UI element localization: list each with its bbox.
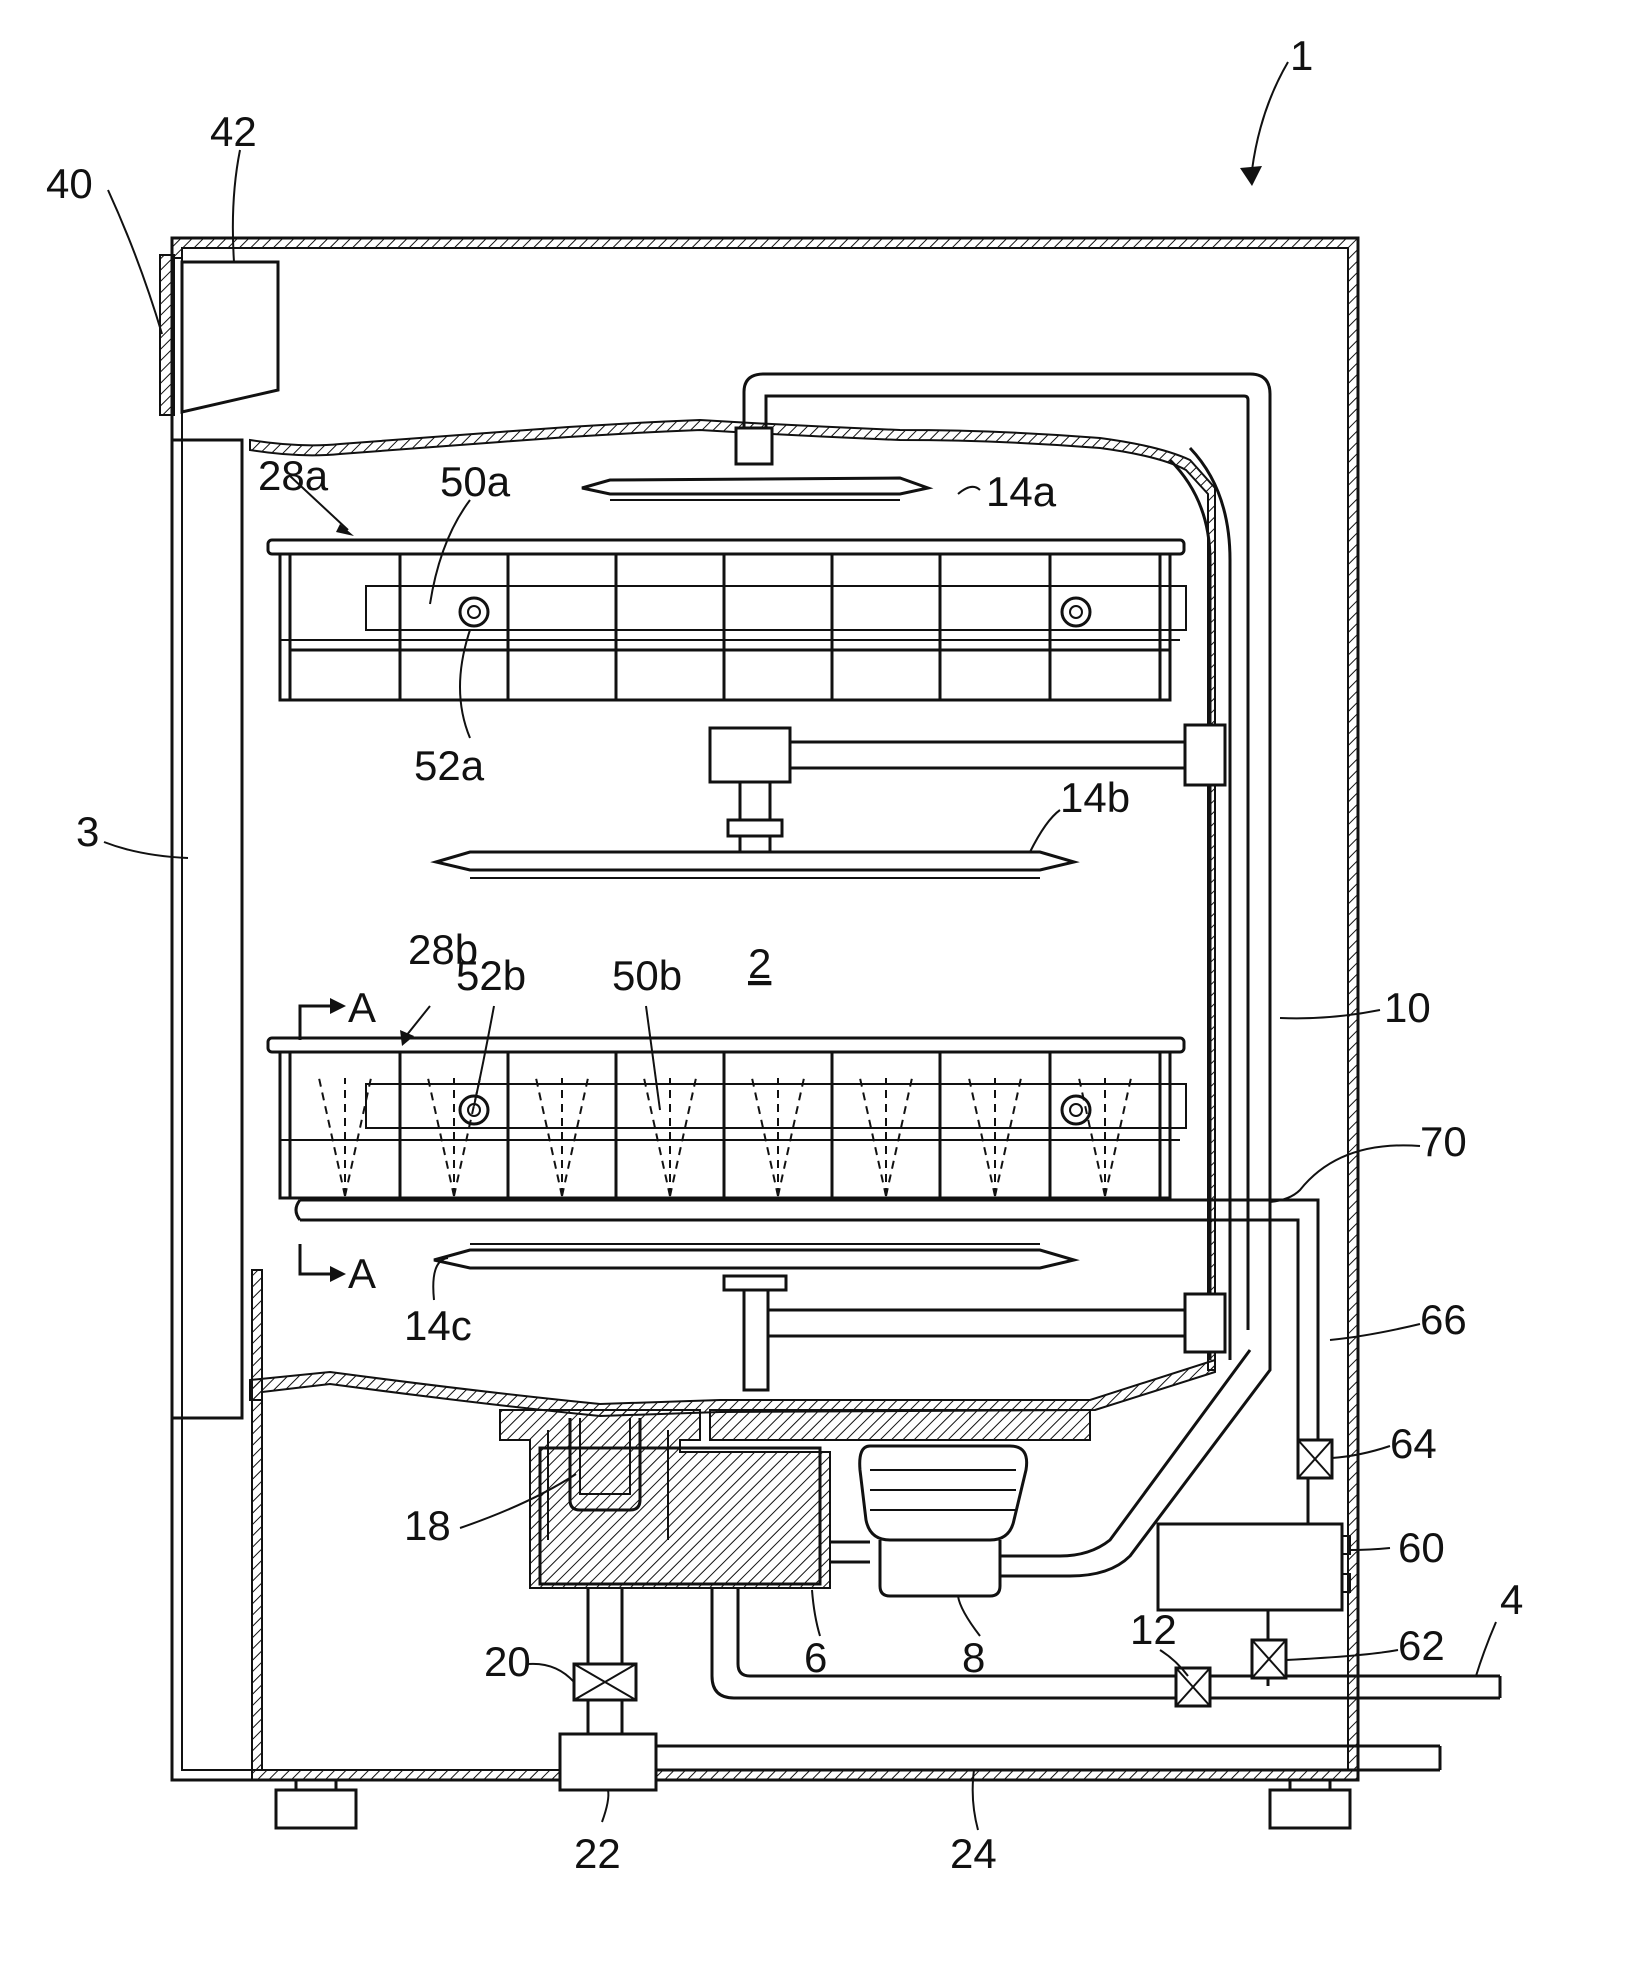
label-12: 12: [1130, 1606, 1177, 1653]
label-20: 20: [484, 1638, 531, 1685]
spray-jet: [860, 1078, 886, 1196]
unit-60: [1158, 1440, 1350, 1686]
label-50a: 50a: [440, 458, 511, 505]
spray-jet: [1079, 1078, 1105, 1196]
label-14a: 14a: [986, 468, 1057, 515]
spray-jet: [1105, 1078, 1131, 1196]
label-18: 18: [404, 1502, 451, 1549]
label-10: 10: [1384, 984, 1431, 1031]
spray-jet: [886, 1078, 912, 1196]
label-1: 1: [1290, 32, 1313, 79]
spray-jet: [670, 1078, 696, 1196]
spray-jet: [536, 1078, 562, 1196]
label-14b: 14b: [1060, 774, 1130, 821]
control-panel: [160, 255, 278, 415]
label-52b: 52b: [456, 952, 526, 999]
upper-supply-pipe: [744, 374, 1270, 1360]
spray-jet: [562, 1078, 588, 1196]
spray-jet: [345, 1078, 371, 1196]
feet: [276, 1780, 1350, 1828]
label-64: 64: [1390, 1420, 1437, 1467]
label-70: 70: [1420, 1118, 1467, 1165]
spray-jet: [428, 1078, 454, 1196]
spray-jet: [778, 1078, 804, 1196]
spray-jet: [752, 1078, 778, 1196]
label-2: 2: [748, 940, 771, 987]
section-label-a-bottom: A: [348, 1250, 376, 1297]
spray-jet: [644, 1078, 670, 1196]
label-52a: 52a: [414, 742, 485, 789]
section-arrow-top: A: [300, 984, 376, 1040]
label-28a: 28a: [258, 452, 329, 499]
section-arrow-bottom: A: [300, 1244, 376, 1297]
label-4: 4: [1500, 1576, 1523, 1623]
lower-spray-arm: [434, 1244, 1225, 1390]
label-40: 40: [46, 160, 93, 207]
section-label-a-top: A: [348, 984, 376, 1031]
label-50b: 50b: [612, 952, 682, 999]
spray-jet: [319, 1078, 345, 1196]
tub-top-wall: [250, 420, 1215, 1370]
label-8: 8: [962, 1634, 985, 1681]
upper-rack: [268, 540, 1186, 700]
label-60: 60: [1398, 1524, 1445, 1571]
label-62: 62: [1398, 1622, 1445, 1669]
label-14c: 14c: [404, 1302, 472, 1349]
label-22: 22: [574, 1830, 621, 1877]
label-24: 24: [950, 1830, 997, 1877]
lower-rack: [268, 1038, 1186, 1198]
tub-bottom: [250, 1360, 1215, 1416]
spray-jet: [995, 1078, 1021, 1196]
label-66: 66: [1420, 1296, 1467, 1343]
drain-assembly: [560, 1588, 1440, 1790]
pump: [830, 1446, 1027, 1596]
label-42: 42: [210, 108, 257, 155]
spray-jet: [969, 1078, 995, 1196]
label-3: 3: [76, 808, 99, 855]
label-6: 6: [804, 1634, 827, 1681]
water-supply: [712, 1588, 1500, 1706]
